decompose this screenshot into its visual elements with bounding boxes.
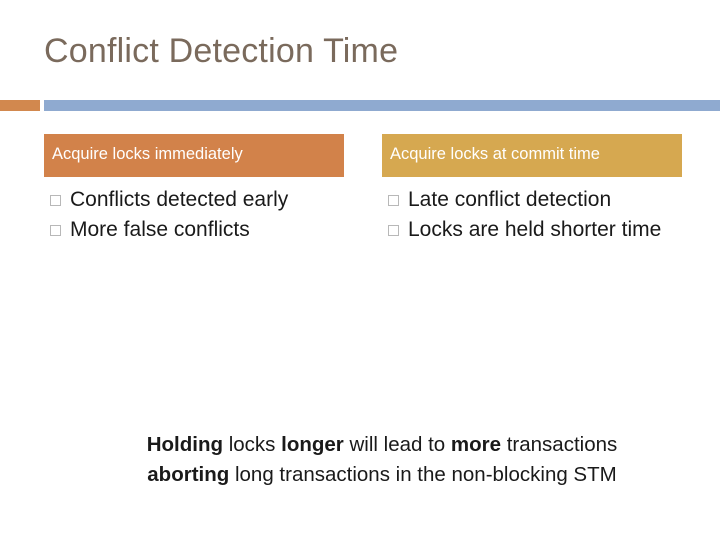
title-accent-bar [0,100,40,111]
square-bullet-icon [388,194,399,206]
bullet-text: Locks are held shorter time [408,217,662,241]
square-bullet-icon [50,194,61,206]
page-title: Conflict Detection Time [44,32,399,70]
list-item: Conflicts detected early [44,187,344,214]
column-left-bullets: Conflicts detected early More false conf… [44,177,344,244]
column-right-header: Acquire locks at commit time [382,134,682,177]
footer-note: Holding locks longer will lead to more t… [44,430,720,489]
content-columns: Acquire locks immediately Conflicts dete… [44,134,720,246]
list-item: Locks are held shorter time [382,217,682,244]
title-divider [44,100,720,111]
square-bullet-icon [50,224,61,236]
column-right-bullets: Late conflict detection Locks are held s… [382,177,682,244]
footer-bold-aborting: aborting [147,462,230,486]
footer-text-locks: locks [223,433,282,456]
bullet-text: Conflicts detected early [70,187,289,211]
column-left-header: Acquire locks immediately [44,134,344,177]
list-item: More false conflicts [44,217,344,244]
footer-bold-more: more [450,433,502,456]
footer-line-1: Holding locks longer will lead to more t… [44,430,720,460]
footer-line-2: aborting long transactions in the non-bl… [44,460,720,490]
column-left: Acquire locks immediately Conflicts dete… [44,134,344,246]
footer-bold-longer: longer [281,433,344,456]
footer-bold-holding: Holding [146,433,224,456]
footer-text-rest: long transactions in the non-blocking ST… [229,462,617,486]
bullet-text: Late conflict detection [408,187,612,211]
column-right: Acquire locks at commit time Late confli… [382,134,682,246]
square-bullet-icon [388,224,399,236]
footer-text-transactions: transactions [501,433,618,456]
footer-text-willlead: will lead to [343,433,451,456]
bullet-text: More false conflicts [70,217,250,241]
list-item: Late conflict detection [382,187,682,214]
